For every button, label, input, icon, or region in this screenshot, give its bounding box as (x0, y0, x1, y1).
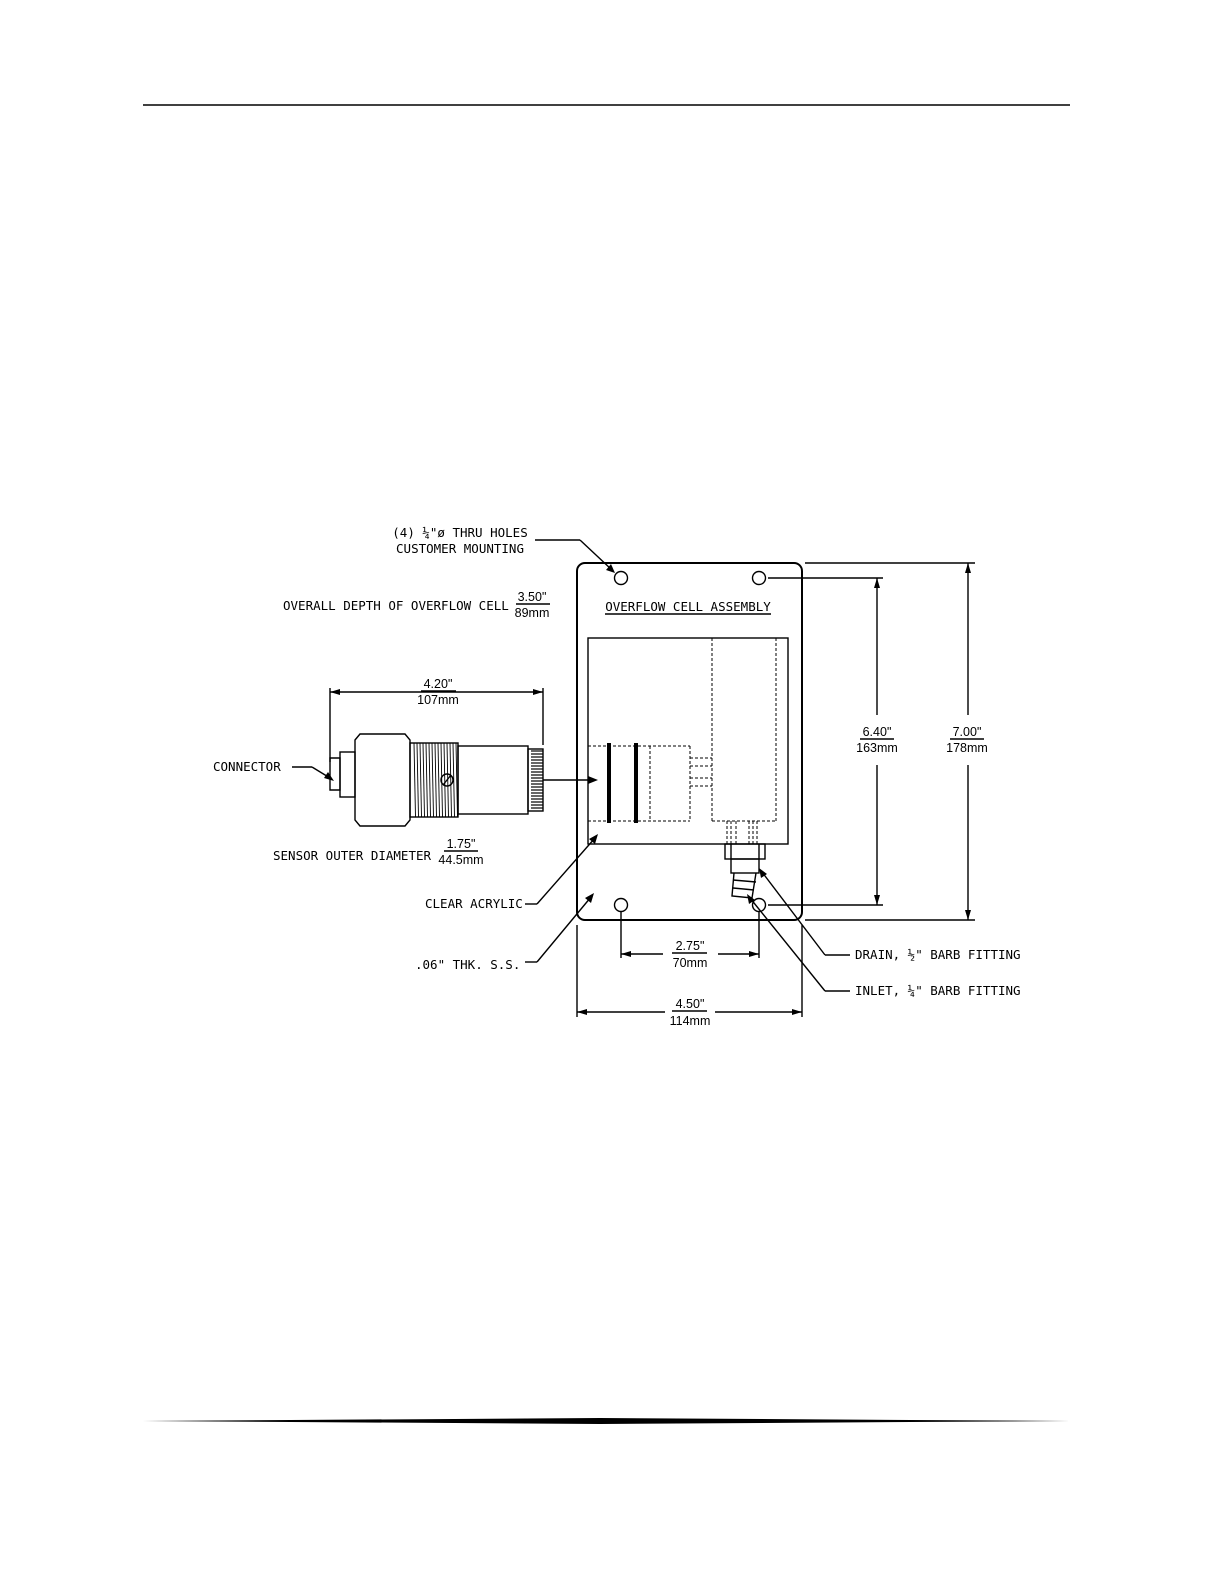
assembly-title: OVERFLOW CELL ASSEMBLY (605, 599, 771, 614)
svg-text:6.40": 6.40" (863, 725, 892, 739)
callout-drain: DRAIN, ½" BARB FITTING (759, 868, 1021, 962)
svg-text:SENSOR OUTER DIAMETER: SENSOR OUTER DIAMETER (273, 848, 432, 863)
svg-text:4.20": 4.20" (424, 677, 453, 691)
svg-text:CLEAR ACRYLIC: CLEAR ACRYLIC (425, 896, 523, 911)
svg-text:163mm: 163mm (856, 741, 898, 755)
mounting-hole-bl (615, 899, 628, 912)
svg-text:(4) ¼"ø THRU HOLES: (4) ¼"ø THRU HOLES (392, 525, 527, 540)
svg-text:2.75": 2.75" (676, 939, 705, 953)
callout-connector: CONNECTOR (213, 759, 334, 781)
svg-text:.06" THK. S.S.: .06" THK. S.S. (415, 957, 520, 972)
callout-inlet: INLET, ¼" BARB FITTING (747, 894, 1021, 998)
mounting-hole-tr (753, 572, 766, 585)
svg-text:44.5mm: 44.5mm (438, 853, 483, 867)
svg-text:DRAIN, ½" BARB FITTING: DRAIN, ½" BARB FITTING (855, 947, 1021, 962)
o-ring-2 (634, 743, 638, 823)
callout-sensor-od: SENSOR OUTER DIAMETER 1.75" 44.5mm (273, 837, 484, 867)
svg-text:INLET, ¼" BARB FITTING: INLET, ¼" BARB FITTING (855, 983, 1021, 998)
dim-sensor-length: 4.20" 107mm (330, 677, 543, 762)
svg-text:7.00": 7.00" (953, 725, 982, 739)
svg-text:70mm: 70mm (673, 956, 708, 970)
footer-rule (143, 1418, 1070, 1424)
barb-fittings (725, 844, 765, 898)
svg-text:OVERALL DEPTH OF OVERFLOW CELL: OVERALL DEPTH OF OVERFLOW CELL (283, 598, 509, 613)
svg-text:4.50": 4.50" (676, 997, 705, 1011)
svg-text:114mm: 114mm (670, 1014, 711, 1028)
mounting-hole-tl (615, 572, 628, 585)
acrylic-window (588, 638, 788, 844)
callout-holes: (4) ¼"ø THRU HOLES CUSTOMER MOUNTING (392, 525, 615, 573)
svg-text:3.50": 3.50" (518, 590, 547, 604)
connector-icon (330, 758, 340, 790)
svg-text:178mm: 178mm (946, 741, 988, 755)
svg-text:107mm: 107mm (417, 693, 459, 707)
callout-depth: OVERALL DEPTH OF OVERFLOW CELL 3.50" 89m… (283, 590, 550, 620)
svg-text:CONNECTOR: CONNECTOR (213, 759, 281, 774)
svg-text:1.75": 1.75" (447, 837, 476, 851)
svg-text:89mm: 89mm (515, 606, 550, 620)
svg-text:CUSTOMER MOUNTING: CUSTOMER MOUNTING (396, 541, 524, 556)
sensor-body (330, 734, 543, 826)
cell-plate (577, 563, 802, 920)
o-ring-1 (607, 743, 611, 823)
